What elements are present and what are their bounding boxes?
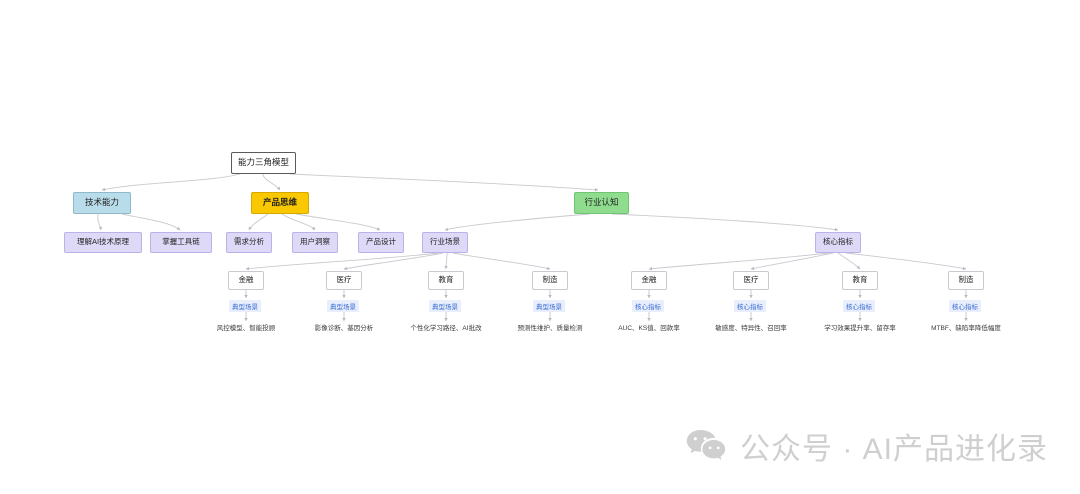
node-label: 能力三角模型 xyxy=(237,157,289,168)
node-industry-cognition[interactable]: 行业认知 xyxy=(574,192,629,214)
leaf-label: 敏感度、特异性、召回率 xyxy=(715,325,787,332)
node-label: 行业场景 xyxy=(430,237,460,247)
node-product-design[interactable]: 产品设计 xyxy=(358,232,404,253)
node-label: 制造 xyxy=(542,275,558,285)
leaf-text-manufacturing-metrics: MTBF、缺陷率降低幅度 xyxy=(866,322,1066,332)
edge-label-typical-scenario-medical: 典型场景 xyxy=(327,300,359,312)
node-master-toolchain[interactable]: 掌握工具链 xyxy=(150,232,212,253)
leaf-label: 个性化学习路径、AI批改 xyxy=(410,325,482,332)
edge-label-typical-scenario-education: 典型场景 xyxy=(429,300,461,312)
node-metric-finance[interactable]: 金融 xyxy=(631,271,667,290)
edge-label-text: 典型场景 xyxy=(232,304,258,311)
node-label: 制造 xyxy=(958,275,974,285)
node-label: 教育 xyxy=(438,275,454,285)
leaf-label: 预测性维护、质量检测 xyxy=(517,325,583,332)
edge-label-text: 典型场景 xyxy=(432,304,458,311)
node-label: 理解AI技术原理 xyxy=(76,237,130,247)
node-scenario-education[interactable]: 教育 xyxy=(428,271,464,290)
edge-label-text: 典型场景 xyxy=(536,304,562,311)
node-label: 产品设计 xyxy=(366,237,396,247)
leaf-text-education-scenarios: 个性化学习路径、AI批改 xyxy=(346,322,546,332)
edge-label-core-metric-medical: 核心指标 xyxy=(734,300,766,312)
leaf-text-education-metrics: 学习效果提升率、留存率 xyxy=(760,322,960,332)
node-scenario-finance[interactable]: 金融 xyxy=(228,271,264,290)
node-technical-ability[interactable]: 技术能力 xyxy=(73,192,131,214)
node-label: 医疗 xyxy=(743,275,759,285)
node-user-insight[interactable]: 用户洞察 xyxy=(292,232,338,253)
leaf-text-medical-metrics: 敏感度、特异性、召回率 xyxy=(651,322,851,332)
node-label: 技术能力 xyxy=(84,197,119,208)
node-scenario-manufacturing[interactable]: 制造 xyxy=(532,271,568,290)
node-label: 金融 xyxy=(238,275,254,285)
edge-label-core-metric-finance: 核心指标 xyxy=(632,300,664,312)
edge-label-typical-scenario-finance: 典型场景 xyxy=(229,300,261,312)
node-label: 用户洞察 xyxy=(300,237,330,247)
watermark-text: 公众号 · AI产品进化录 xyxy=(740,433,1049,466)
leaf-text-medical-scenarios: 影像诊断、基因分析 xyxy=(196,322,492,332)
node-requirement-analysis[interactable]: 需求分析 xyxy=(226,232,272,253)
edge-label-text: 核心指标 xyxy=(635,304,661,311)
node-understand-ai-principles[interactable]: 理解AI技术原理 xyxy=(64,232,142,253)
edge-label-text: 典型场景 xyxy=(330,304,356,311)
leaf-label: 学习效果提升率、留存率 xyxy=(824,325,896,332)
watermark: 公众号 · AI产品进化录 xyxy=(686,424,1048,468)
edge-label-typical-scenario-manufacturing: 典型场景 xyxy=(533,300,565,312)
node-industry-scenarios[interactable]: 行业场景 xyxy=(422,232,468,253)
node-metric-manufacturing[interactable]: 制造 xyxy=(948,271,984,290)
leaf-label: 风控模型、智能投顾 xyxy=(216,325,276,332)
node-label: 需求分析 xyxy=(234,237,264,247)
leaf-label: MTBF、缺陷率降低幅度 xyxy=(931,325,1001,332)
node-label: 金融 xyxy=(641,275,657,285)
node-scenario-medical[interactable]: 医疗 xyxy=(326,271,362,290)
leaf-text-finance-scenarios: 风控模型、智能投顾 xyxy=(0,322,492,332)
node-label: 核心指标 xyxy=(823,237,853,247)
leaf-label: AUC、KS值、回款率 xyxy=(618,325,680,332)
node-metric-medical[interactable]: 医疗 xyxy=(733,271,769,290)
node-label: 掌握工具链 xyxy=(162,237,200,247)
leaf-text-finance-metrics: AUC、KS值、回款率 xyxy=(549,322,749,332)
leaf-text-manufacturing-scenarios: 预测性维护、质量检测 xyxy=(450,322,650,332)
edge-label-core-metric-education: 核心指标 xyxy=(843,300,875,312)
leaf-label: 影像诊断、基因分析 xyxy=(314,325,374,332)
node-root[interactable]: 能力三角模型 xyxy=(231,152,296,174)
node-product-thinking[interactable]: 产品思维 xyxy=(251,192,309,214)
edge-label-text: 核心指标 xyxy=(952,304,978,311)
edge-label-text: 核心指标 xyxy=(846,304,872,311)
node-label: 教育 xyxy=(852,275,868,285)
wechat-icon xyxy=(686,429,726,463)
node-label: 医疗 xyxy=(336,275,352,285)
edge-label-text: 核心指标 xyxy=(737,304,763,311)
edge-label-core-metric-manufacturing: 核心指标 xyxy=(949,300,981,312)
node-core-metrics[interactable]: 核心指标 xyxy=(815,232,861,253)
node-label: 行业认知 xyxy=(584,197,619,208)
node-metric-education[interactable]: 教育 xyxy=(842,271,878,290)
node-label: 产品思维 xyxy=(262,197,297,208)
